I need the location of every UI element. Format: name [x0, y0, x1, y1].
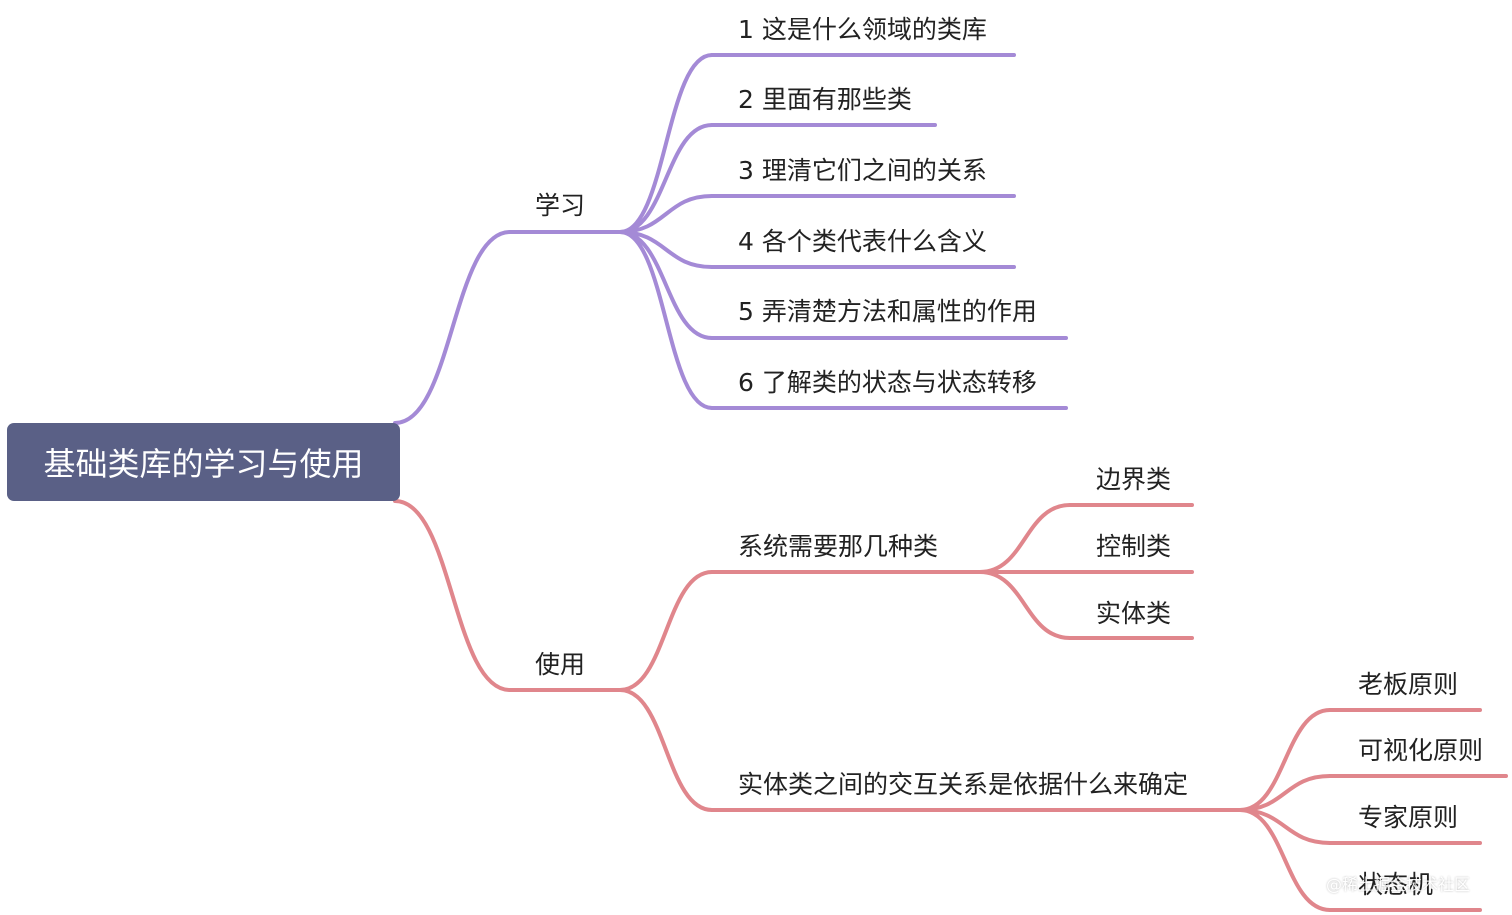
- link-use-group: [618, 688, 714, 812]
- root-node-label: 基础类库的学习与使用: [43, 445, 364, 483]
- link-use-group: [618, 570, 714, 692]
- class-type-item[interactable]: 控制类: [1096, 532, 1172, 561]
- watermark: @稀土掘金技术社区: [1326, 875, 1471, 894]
- link-learn-item: [618, 123, 714, 234]
- link-principle: [1238, 708, 1332, 812]
- learn-item[interactable]: 5 弄清楚方法和属性的作用: [738, 297, 1037, 326]
- branch-learn[interactable]: 学习: [535, 191, 586, 220]
- learn-item[interactable]: 4 各个类代表什么含义: [738, 227, 987, 256]
- link-class-type: [978, 503, 1072, 574]
- link-learn-item: [618, 230, 714, 410]
- class-type-item[interactable]: 实体类: [1096, 599, 1172, 628]
- link-learn-item: [618, 230, 714, 269]
- principle-item[interactable]: 专家原则: [1358, 803, 1459, 832]
- link-root-use: [393, 499, 512, 692]
- principle-item[interactable]: 可视化原则: [1358, 736, 1484, 765]
- learn-item[interactable]: 1 这是什么领域的类库: [738, 15, 987, 44]
- link-root-learn: [393, 230, 512, 425]
- principle-item[interactable]: 老板原则: [1358, 670, 1459, 699]
- link-class-type: [978, 570, 1072, 640]
- principle-item[interactable]: 状态机: [1358, 870, 1434, 899]
- link-learn-item: [618, 194, 714, 234]
- use-group-class-types[interactable]: 系统需要那几种类: [738, 532, 939, 561]
- link-learn-item: [618, 53, 714, 234]
- branch-use[interactable]: 使用: [535, 650, 586, 679]
- learn-item[interactable]: 6 了解类的状态与状态转移: [738, 368, 1037, 397]
- link-principle: [1238, 808, 1332, 912]
- learn-item[interactable]: 2 里面有那些类: [738, 85, 912, 114]
- link-principle: [1238, 774, 1332, 812]
- root-node[interactable]: 基础类库的学习与使用: [7, 423, 400, 501]
- use-group-entity-interaction[interactable]: 实体类之间的交互关系是依据什么来确定: [738, 770, 1189, 799]
- learn-item[interactable]: 3 理清它们之间的关系: [738, 156, 987, 185]
- class-type-item[interactable]: 边界类: [1096, 465, 1172, 494]
